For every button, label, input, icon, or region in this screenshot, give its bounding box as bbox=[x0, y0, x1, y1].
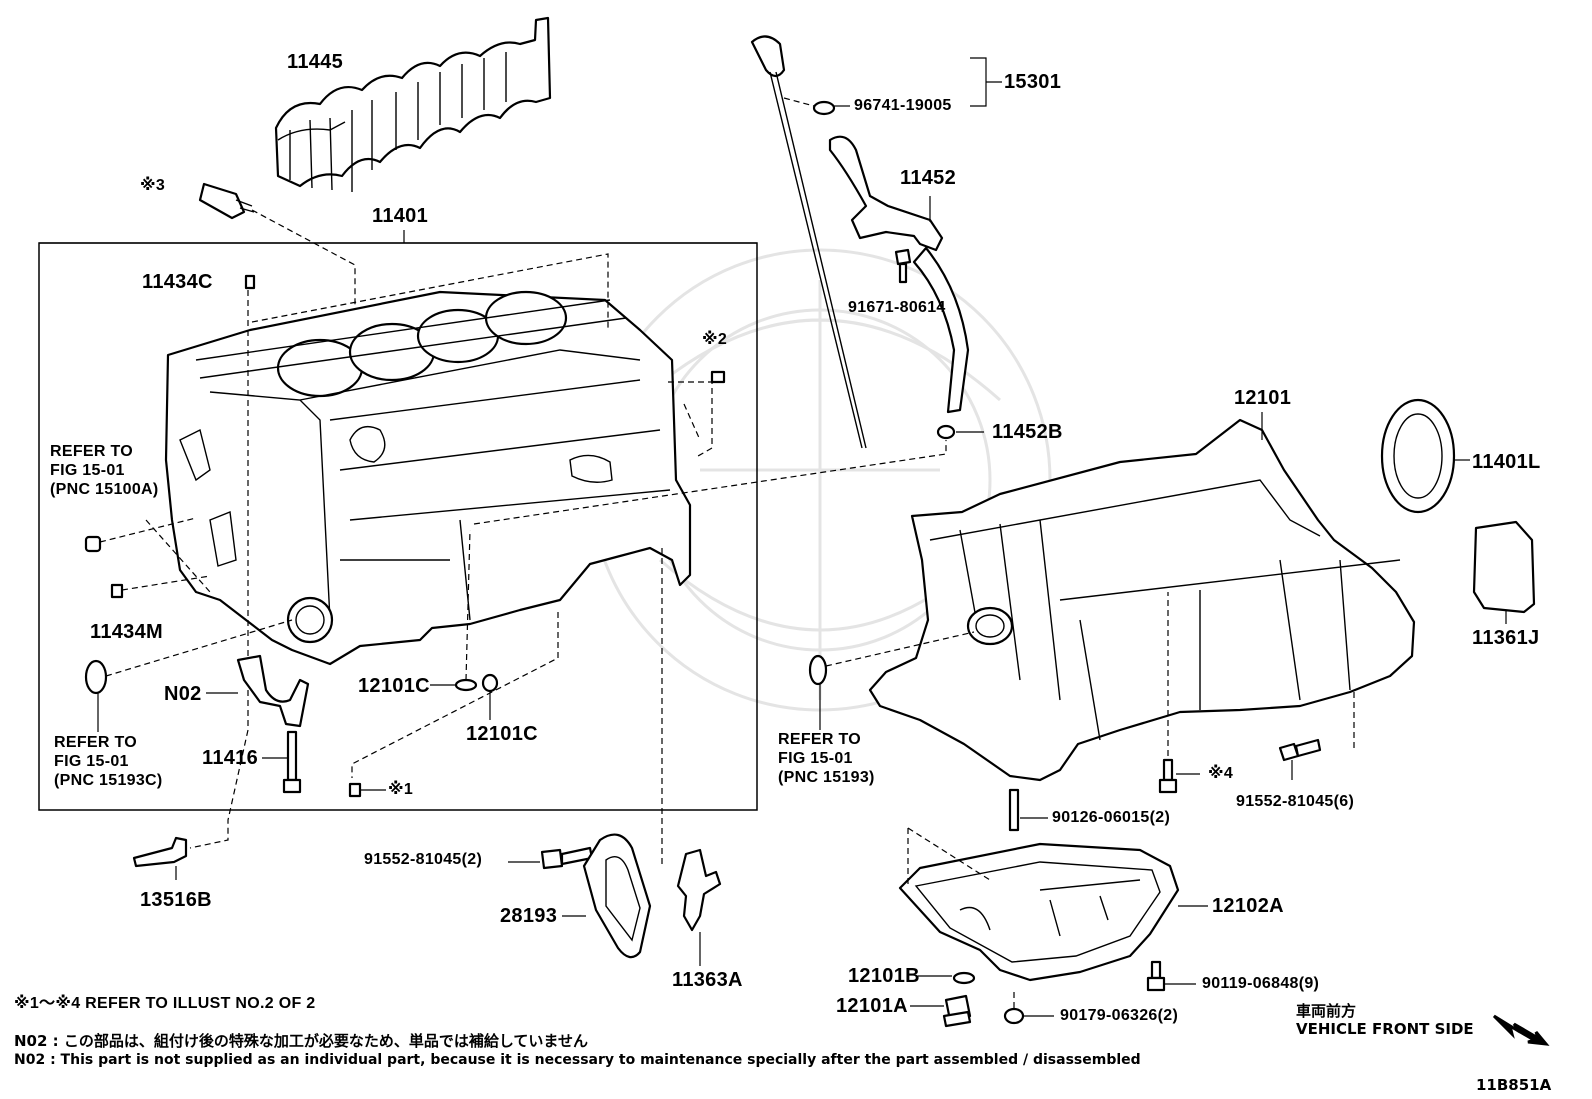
oring-12101c-b bbox=[481, 673, 499, 693]
diagram-id: 11B851A bbox=[1476, 1076, 1552, 1094]
dipstick-15301 bbox=[750, 35, 867, 449]
label-91671: 91671-80614 bbox=[848, 299, 946, 316]
arrow-icon bbox=[1492, 1014, 1550, 1046]
guide-11452 bbox=[828, 135, 970, 414]
stud-13516b bbox=[132, 836, 188, 868]
label-11434m: 11434M bbox=[90, 621, 163, 643]
label-11445: 11445 bbox=[287, 51, 344, 73]
pin-15100a bbox=[84, 535, 102, 553]
pin-11434c bbox=[244, 274, 256, 290]
label-note3: ※3 bbox=[140, 177, 166, 194]
label-12102a: 12102A bbox=[1212, 895, 1284, 917]
pin-note1 bbox=[348, 782, 362, 798]
bolt-90119 bbox=[1146, 960, 1166, 992]
footer-n02-en: N02 : This part is not supplied as an in… bbox=[14, 1052, 1141, 1068]
footer-note-ref: ※1～※4 REFER TO ILLUST NO.2 OF 2 bbox=[14, 995, 316, 1012]
bolt-11416 bbox=[282, 730, 302, 794]
pin-11434m bbox=[110, 583, 124, 599]
label-note2: ※2 bbox=[702, 331, 728, 348]
label-15301: 15301 bbox=[1004, 71, 1062, 93]
label-n02: N02 bbox=[164, 683, 202, 705]
label-96741: 96741-19005 bbox=[854, 97, 952, 114]
label-11416: 11416 bbox=[202, 747, 259, 769]
label-12101a: 12101A bbox=[836, 995, 908, 1017]
label-12101b: 12101B bbox=[848, 965, 920, 987]
label-91552-2: 91552-81045(2) bbox=[364, 851, 483, 868]
label-91552-6: 91552-81045(6) bbox=[1236, 793, 1355, 810]
cylinder-block-11401 bbox=[164, 290, 692, 666]
oring-12101c-a bbox=[454, 678, 478, 692]
footer-n02-jp: N02 : この部品は、組付け後の特殊な加工が必要なため、単品では補給していませ… bbox=[14, 1032, 588, 1050]
gasket-12101b bbox=[952, 971, 976, 985]
label-12101: 12101 bbox=[1234, 387, 1292, 409]
front-side-en: VEHICLE FRONT SIDE bbox=[1296, 1020, 1474, 1038]
oring-15193 bbox=[808, 654, 828, 686]
label-note4: ※4 bbox=[1208, 765, 1234, 782]
label-12101c-b: 12101C bbox=[466, 723, 538, 745]
oil-pan-12101 bbox=[868, 418, 1416, 782]
label-13516b: 13516B bbox=[140, 889, 212, 911]
label-note1: ※1 bbox=[388, 781, 414, 798]
refer-15193: REFER TO FIG 15-01 (PNC 15193) bbox=[778, 731, 875, 787]
label-11401: 11401 bbox=[372, 205, 429, 227]
oring-11452b bbox=[936, 424, 956, 440]
label-11363a: 11363A bbox=[672, 969, 743, 991]
bolt-91671 bbox=[894, 248, 912, 284]
gasket-28193 bbox=[582, 833, 652, 959]
label-90126: 90126-06015(2) bbox=[1052, 809, 1171, 826]
stud-90126 bbox=[1008, 788, 1020, 832]
dowel-note2 bbox=[710, 370, 726, 384]
label-11452: 11452 bbox=[900, 167, 957, 189]
oil-pan-12102a bbox=[898, 842, 1180, 982]
plug-12101a bbox=[942, 994, 972, 1028]
plug-note3 bbox=[198, 182, 255, 220]
label-12101c-a: 12101C bbox=[358, 675, 430, 697]
label-11401l: 11401L bbox=[1472, 451, 1541, 473]
label-11361j: 11361J bbox=[1472, 627, 1540, 649]
bolt-note4 bbox=[1158, 758, 1178, 794]
insulator-11445 bbox=[274, 16, 552, 192]
label-90119: 90119-06848(9) bbox=[1202, 975, 1320, 992]
refer-15100a: REFER TO FIG 15-01 (PNC 15100A) bbox=[50, 443, 159, 499]
label-28193: 28193 bbox=[500, 905, 558, 927]
label-90179: 90179-06326(2) bbox=[1060, 1007, 1179, 1024]
label-11434c: 11434C bbox=[142, 271, 213, 293]
washer-90179 bbox=[1003, 1007, 1025, 1025]
oil-seal-11401l bbox=[1380, 398, 1456, 514]
refer-15193c: REFER TO FIG 15-01 (PNC 15193C) bbox=[54, 734, 163, 790]
bearing-cap-n02 bbox=[236, 654, 310, 728]
oring-96741 bbox=[812, 100, 836, 116]
bracket-11363a bbox=[676, 848, 722, 932]
bolt-91552-6 bbox=[1278, 738, 1322, 762]
oring-15193c bbox=[84, 659, 108, 695]
cover-11361j bbox=[1472, 520, 1536, 614]
front-side-jp: 車両前方 bbox=[1296, 1002, 1357, 1020]
label-11452b: 11452B bbox=[992, 421, 1063, 443]
